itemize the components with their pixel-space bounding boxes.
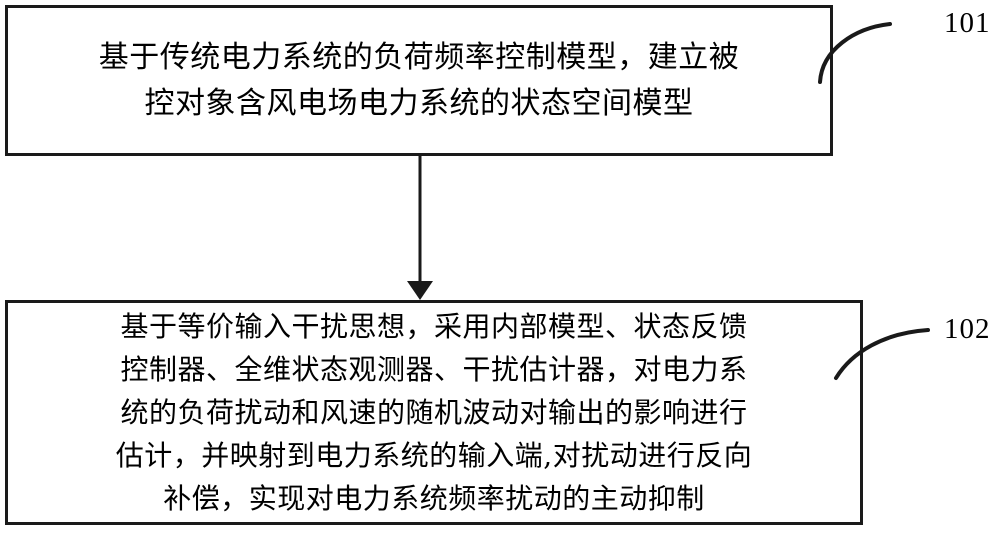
reference-label-101: 101 xyxy=(944,7,991,39)
reference-label-102: 102 xyxy=(944,313,991,345)
process-box-101-line-1: 基于传统电力系统的负荷频率控制模型，建立被 xyxy=(98,39,740,75)
process-box-101-text: 基于传统电力系统的负荷频率控制模型，建立被 控对象含风电场电力系统的状态空间模型 xyxy=(8,35,830,127)
process-box-101-line-2: 控对象含风电场电力系统的状态空间模型 xyxy=(144,85,694,121)
process-box-102-line-2: 控制器、全维状态观测器、干扰估计器，对电力系 xyxy=(120,353,748,386)
process-box-102: 基于等价输入干扰思想，采用内部模型、状态反馈 控制器、全维状态观测器、干扰估计器… xyxy=(5,300,863,525)
process-box-102-line-5: 补偿，实现对电力系统频率扰动的主动抑制 xyxy=(163,482,705,515)
process-box-102-line-4: 估计，并映射到电力系统的输入端,对扰动进行反向 xyxy=(115,439,753,472)
process-box-102-line-3: 统的负荷扰动和风速的随机波动对输出的影响进行 xyxy=(120,396,748,429)
process-box-102-line-1: 基于等价输入干扰思想，采用内部模型、状态反馈 xyxy=(120,310,748,343)
arrow-101-to-102 xyxy=(407,156,433,300)
process-box-102-text: 基于等价输入干扰思想，采用内部模型、状态反馈 控制器、全维状态观测器、干扰估计器… xyxy=(8,305,860,520)
process-box-101: 基于传统电力系统的负荷频率控制模型，建立被 控对象含风电场电力系统的状态空间模型 xyxy=(5,5,833,156)
